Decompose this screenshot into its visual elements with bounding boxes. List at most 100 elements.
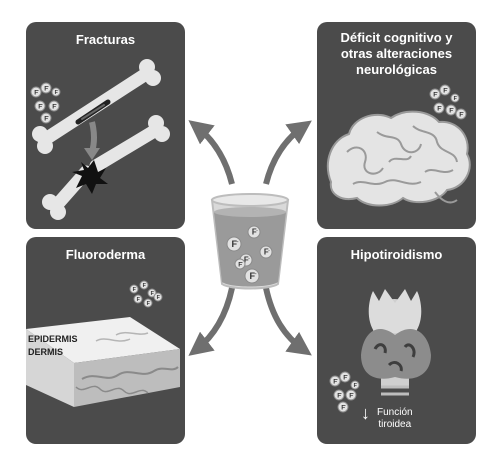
svg-text:F: F	[137, 297, 140, 303]
fluoride-ions-cluster: F-F-F-F-F-F-	[429, 84, 467, 120]
svg-text:-: -	[441, 104, 443, 109]
panel-title-hipotiroidismo: Hipotiroidismo	[350, 247, 443, 262]
fluoride-ions-cluster: F-F-F-F-F-F-	[129, 280, 163, 308]
svg-text:F: F	[264, 248, 269, 257]
svg-text:-: -	[347, 373, 349, 378]
bone-intact-icon	[32, 59, 161, 154]
svg-text:F: F	[44, 115, 48, 122]
svg-text:F: F	[459, 111, 463, 118]
funcion-tiroidea-label: Función tiroidea	[377, 407, 413, 430]
svg-text:-: -	[337, 377, 339, 382]
svg-text:F: F	[55, 90, 58, 96]
fluoride-ion-icon: F-	[51, 87, 61, 97]
svg-text:F: F	[341, 404, 345, 411]
fluoride-ion-icon: F-	[247, 225, 261, 239]
svg-text:F: F	[437, 105, 441, 112]
panel-hipotiroidismo: Hipotiroidismo F-F-F-F-F-F- ↓ Función ti…	[317, 237, 476, 444]
svg-text:-: -	[139, 296, 141, 300]
svg-text:-: -	[145, 282, 147, 286]
fluoride-ion-icon: F-	[339, 371, 351, 383]
svg-text:F: F	[354, 383, 357, 389]
arrow-to-fluoroderma-icon	[188, 287, 235, 356]
svg-text:-: -	[341, 391, 343, 396]
svg-text:-: -	[48, 84, 50, 89]
fluoride-ion-icon: F-	[244, 268, 260, 284]
panel-title-fracturas: Fracturas	[75, 32, 136, 47]
svg-text:-: -	[159, 294, 161, 298]
panel-title-fluoroderma: Fluoroderma	[65, 247, 146, 262]
svg-text:-: -	[38, 88, 40, 93]
fluoride-ion-icon: F-	[143, 298, 153, 308]
bone-broken-icon	[42, 115, 170, 220]
svg-text:F: F	[433, 91, 437, 98]
fluoride-ions-cluster: F-F-F-F-F-F-	[30, 82, 61, 124]
fluoride-ion-icon: F-	[429, 88, 441, 100]
fluoride-ion-icon: F-	[259, 245, 273, 259]
fluoride-ion-icon: F-	[455, 108, 467, 120]
skin-cross-section-illustration	[26, 317, 180, 407]
thyroid-icon	[361, 289, 431, 396]
svg-text:F: F	[244, 256, 249, 265]
bone-fracture-illustration	[32, 59, 170, 220]
svg-text:F: F	[52, 103, 56, 110]
fluoride-ions-cluster: F-F-F-F-F-F-	[329, 371, 360, 413]
brain-illustration	[326, 110, 471, 207]
svg-text:-: -	[254, 270, 256, 277]
svg-text:F: F	[349, 392, 353, 399]
svg-text:-: -	[42, 102, 44, 107]
svg-text:-: -	[356, 382, 358, 386]
fluoride-ion-icon: F-	[226, 236, 242, 252]
thyroid-illustration	[361, 289, 431, 396]
fluoride-ion-icon: F-	[433, 102, 445, 114]
svg-text:-: -	[345, 403, 347, 408]
svg-text:F: F	[151, 291, 154, 297]
svg-text:-: -	[353, 391, 355, 396]
svg-text:F: F	[250, 271, 256, 281]
svg-text:-: -	[57, 89, 59, 93]
fluoride-ion-icon: F-	[40, 112, 52, 124]
fluoride-ion-icon: F-	[48, 100, 60, 112]
fluoride-ion-icon: F-	[439, 84, 451, 96]
fluoride-ion-icon: F-	[445, 104, 457, 116]
svg-text:-: -	[268, 247, 270, 253]
fluoride-ion-icon: F-	[350, 380, 360, 390]
svg-text:F: F	[38, 103, 42, 110]
svg-text:F: F	[333, 378, 337, 385]
svg-text:-: -	[256, 227, 258, 233]
fluoride-ion-icon: F-	[133, 294, 143, 304]
svg-text:-: -	[242, 260, 244, 265]
svg-text:-: -	[135, 286, 137, 290]
svg-text:F: F	[337, 392, 341, 399]
water-glass-icon	[210, 193, 290, 290]
fluoride-ion-icon: F-	[153, 292, 163, 302]
svg-text:-: -	[236, 238, 238, 245]
svg-text:F: F	[157, 295, 160, 301]
svg-text:F: F	[147, 301, 150, 307]
panel-deficit-cognitivo: Déficit cognitivo y otras alteraciones n…	[317, 22, 476, 229]
skin-layer-icon	[26, 317, 180, 407]
fluoride-ion-icon: F-	[329, 375, 341, 387]
panel-fracturas: Fracturas F-F-F-F-F-F-	[26, 22, 185, 229]
svg-text:F: F	[343, 374, 347, 381]
fluoride-ion-icon: F-	[337, 401, 349, 413]
svg-text:-: -	[153, 290, 155, 294]
arrow-to-hipotiroidismo-icon	[263, 287, 312, 356]
fluoride-ion-icon: F-	[333, 389, 345, 401]
svg-text:-: -	[447, 86, 449, 91]
svg-text:F: F	[232, 239, 238, 249]
svg-text:-: -	[456, 95, 458, 99]
epidermis-label: EPIDERMIS	[28, 334, 78, 344]
fluoride-ion-icon: F-	[450, 93, 460, 103]
panel-title-deficit: Déficit cognitivo y otras alteraciones n…	[340, 30, 453, 77]
svg-text:F: F	[252, 228, 257, 237]
fluoride-ion-icon: F-	[345, 389, 357, 401]
fluoride-ion-icon: F-	[129, 284, 139, 294]
svg-text:F: F	[238, 261, 242, 268]
svg-text:F: F	[454, 96, 457, 102]
dermis-label: DERMIS	[28, 347, 64, 357]
svg-text:F: F	[44, 85, 48, 92]
svg-text:-: -	[149, 300, 151, 304]
svg-text:-: -	[248, 255, 250, 261]
svg-text:-: -	[56, 102, 58, 107]
